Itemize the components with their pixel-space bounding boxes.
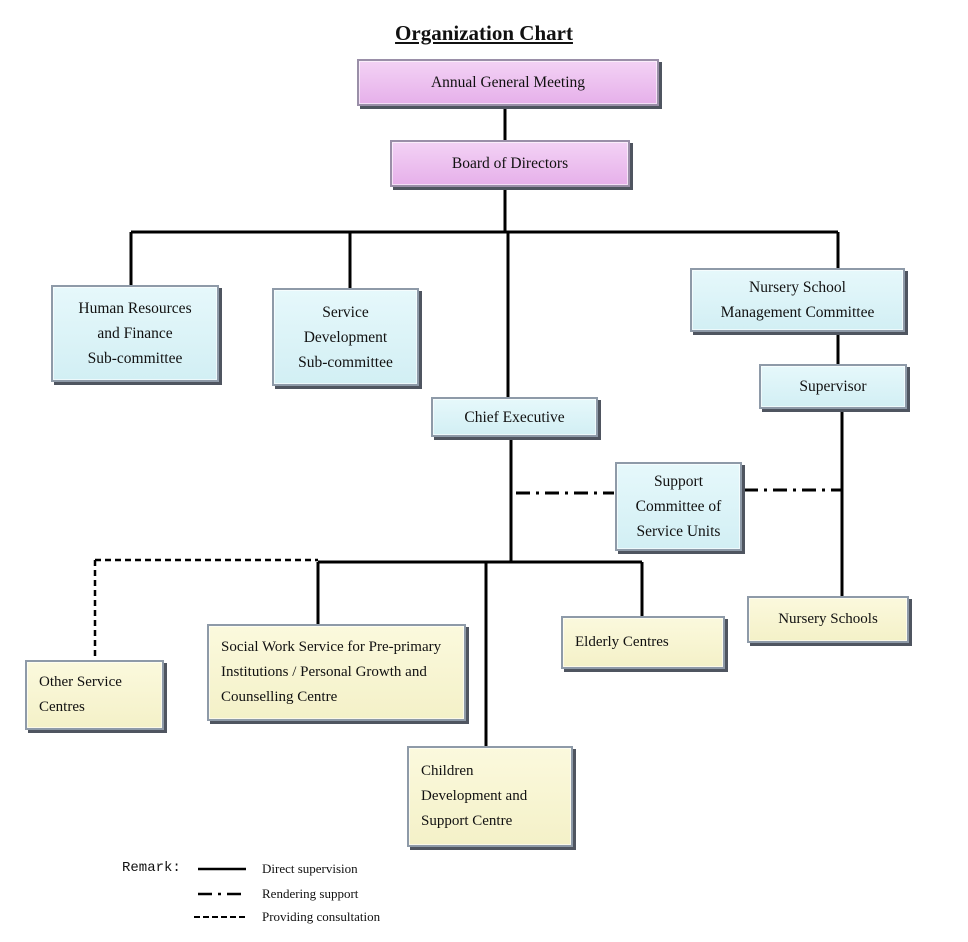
node-social-work-service: Social Work Service for Pre-primary Inst… [207, 624, 466, 721]
page-title: Organization Chart [395, 21, 573, 45]
node-annual-general-meeting: Annual General Meeting [357, 59, 659, 106]
node-chief-executive: Chief Executive [431, 397, 598, 437]
node-hr-finance-subcommittee: Human Resources and Finance Sub-committe… [51, 285, 219, 382]
node-support-committee: Support Committee of Service Units [615, 462, 742, 551]
legend-remark-label: Remark: [122, 860, 181, 876]
legend-direct-supervision: Direct supervision [262, 861, 358, 876]
legend-providing-consultation: Providing consultation [262, 909, 381, 924]
node-service-development-subcommittee: Service Development Sub-committee [272, 288, 419, 386]
node-board-of-directors: Board of Directors [390, 140, 630, 187]
node-nursery-schools: Nursery Schools [747, 596, 909, 643]
node-supervisor: Supervisor [759, 364, 907, 409]
legend-rendering-support: Rendering support [262, 886, 359, 901]
node-nursery-school-management-committee: Nursery School Management Committee [690, 268, 905, 332]
node-other-service-centres: Other Service Centres [25, 660, 164, 730]
node-elderly-centres: Elderly Centres [561, 616, 725, 669]
node-children-development-centre: Children Development and Support Centre [407, 746, 573, 847]
